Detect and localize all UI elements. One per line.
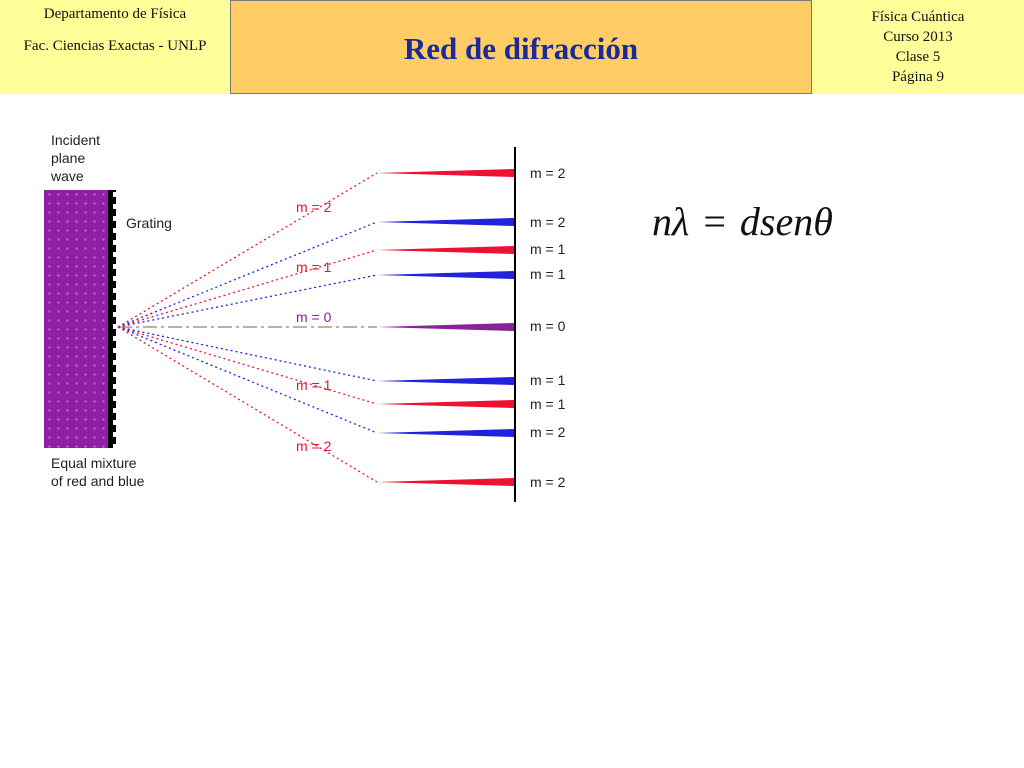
mixture-label-line-2: of red and blue xyxy=(51,473,145,489)
grating-slit xyxy=(113,288,116,293)
incident-wave xyxy=(44,190,110,448)
header-department: Departamento de Física Fac. Ciencias Exa… xyxy=(0,0,230,94)
peak-6 xyxy=(377,377,514,385)
screen-label-1: m = 2 xyxy=(530,165,566,181)
mid-label-4: m = 1 xyxy=(296,377,332,393)
header-course-info: Física Cuántica Curso 2013 Clase 5 Págin… xyxy=(812,0,1024,94)
grating-slit xyxy=(113,276,116,281)
department-name: Departamento de Física xyxy=(43,6,187,22)
equation-equals: = xyxy=(703,199,726,244)
mid-label-2: m = 1 xyxy=(296,259,332,275)
grating-slit xyxy=(113,252,116,257)
peak-3 xyxy=(377,246,514,254)
grating-slit xyxy=(113,336,116,341)
diffraction-grating-diagram: Incident plane wave Grating Equal mixtur… xyxy=(44,132,566,502)
grating-slit xyxy=(113,408,116,413)
ray-9 xyxy=(117,326,378,483)
grating-slits xyxy=(113,192,116,449)
ray-6 xyxy=(117,326,378,382)
diffracted-rays xyxy=(117,172,378,483)
incident-label-line-1: Incident xyxy=(51,132,100,148)
peak-8 xyxy=(377,429,514,437)
grating-slit xyxy=(113,372,116,377)
screen-label-2: m = 2 xyxy=(530,214,566,230)
grating-slit xyxy=(113,204,116,209)
grating-slit xyxy=(113,348,116,353)
page-number: Página 9 xyxy=(891,69,945,85)
grating-slit xyxy=(113,432,116,437)
grating xyxy=(108,190,116,448)
peak-9 xyxy=(377,478,514,486)
peak-5 xyxy=(377,323,514,331)
mixture-label-line-1: Equal mixture xyxy=(51,455,137,471)
ray-3 xyxy=(117,249,378,328)
grating-slit xyxy=(113,264,116,269)
slide-title: Red de difracción xyxy=(403,31,639,66)
screen-label-6: m = 1 xyxy=(530,372,566,388)
grating-slit xyxy=(113,192,116,197)
grating-equation: nλ = dsenθ xyxy=(652,198,833,245)
mid-label-1: m = 2 xyxy=(296,199,332,215)
course-name: Física Cuántica xyxy=(871,9,965,25)
grating-slit xyxy=(113,216,116,221)
peak-7 xyxy=(377,400,514,408)
ray-8 xyxy=(117,326,378,434)
screen-label-9: m = 2 xyxy=(530,474,566,490)
class-number: Clase 5 xyxy=(895,49,941,65)
grating-label: Grating xyxy=(126,215,172,231)
peak-1 xyxy=(377,169,514,177)
ray-7 xyxy=(117,326,378,405)
grating-slit xyxy=(113,312,116,317)
grating-slit xyxy=(113,240,116,245)
ray-2 xyxy=(117,221,378,328)
screen-label-4: m = 1 xyxy=(530,266,566,282)
incident-label-line-3: wave xyxy=(50,168,84,184)
peak-2 xyxy=(377,218,514,226)
header-title-box: Red de difracción xyxy=(230,0,812,94)
ray-4 xyxy=(117,274,378,328)
grating-slit xyxy=(113,360,116,365)
screen-intensity-peaks xyxy=(377,169,514,486)
screen-label-3: m = 1 xyxy=(530,241,566,257)
grating-slit xyxy=(113,324,116,329)
mid-label-3: m = 0 xyxy=(296,309,332,325)
grating-slit xyxy=(113,444,116,449)
ray-1 xyxy=(117,172,378,328)
peak-4 xyxy=(377,271,514,279)
grating-slit xyxy=(113,396,116,401)
grating-slit xyxy=(113,384,116,389)
incident-label-line-2: plane xyxy=(51,150,85,166)
grating-slit xyxy=(113,420,116,425)
screen-label-7: m = 1 xyxy=(530,396,566,412)
grating-slit xyxy=(113,228,116,233)
equation-lhs: nλ xyxy=(652,199,690,244)
screen-label-8: m = 2 xyxy=(530,424,566,440)
equation-rhs: dsenθ xyxy=(739,199,833,244)
screen-label-5: m = 0 xyxy=(530,318,566,334)
mid-label-5: m = 2 xyxy=(296,438,332,454)
grating-slit xyxy=(113,300,116,305)
course-year: Curso 2013 xyxy=(883,29,953,45)
faculty-name: Fac. Ciencias Exactas - UNLP xyxy=(23,38,207,54)
